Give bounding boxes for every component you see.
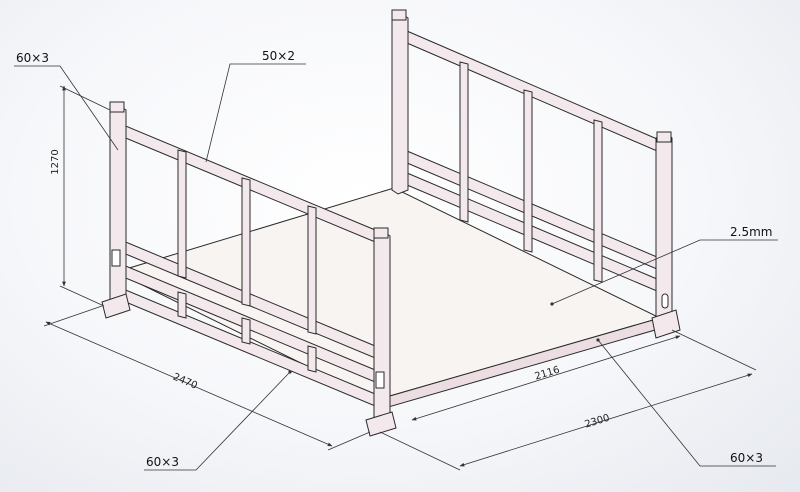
- dim-inner-width: 2116: [533, 365, 561, 383]
- leader-lines: [14, 63, 778, 471]
- callout-floor-plate: 2.5mm: [730, 225, 772, 239]
- callout-top-rail: 50×2: [262, 49, 295, 63]
- dim-outer-width: 2300: [583, 413, 611, 431]
- dim-length: 2470: [171, 372, 199, 392]
- dim-height: 1270: [50, 149, 61, 174]
- back-frame: [391, 9, 681, 339]
- dimension-lines: [43, 85, 757, 471]
- callout-top-left-post: 60×3: [16, 51, 49, 65]
- leader-dots: [288, 302, 600, 374]
- callout-bottom-left-rail: 60×3: [146, 455, 179, 469]
- callout-bottom-right-rail: 60×3: [730, 451, 763, 465]
